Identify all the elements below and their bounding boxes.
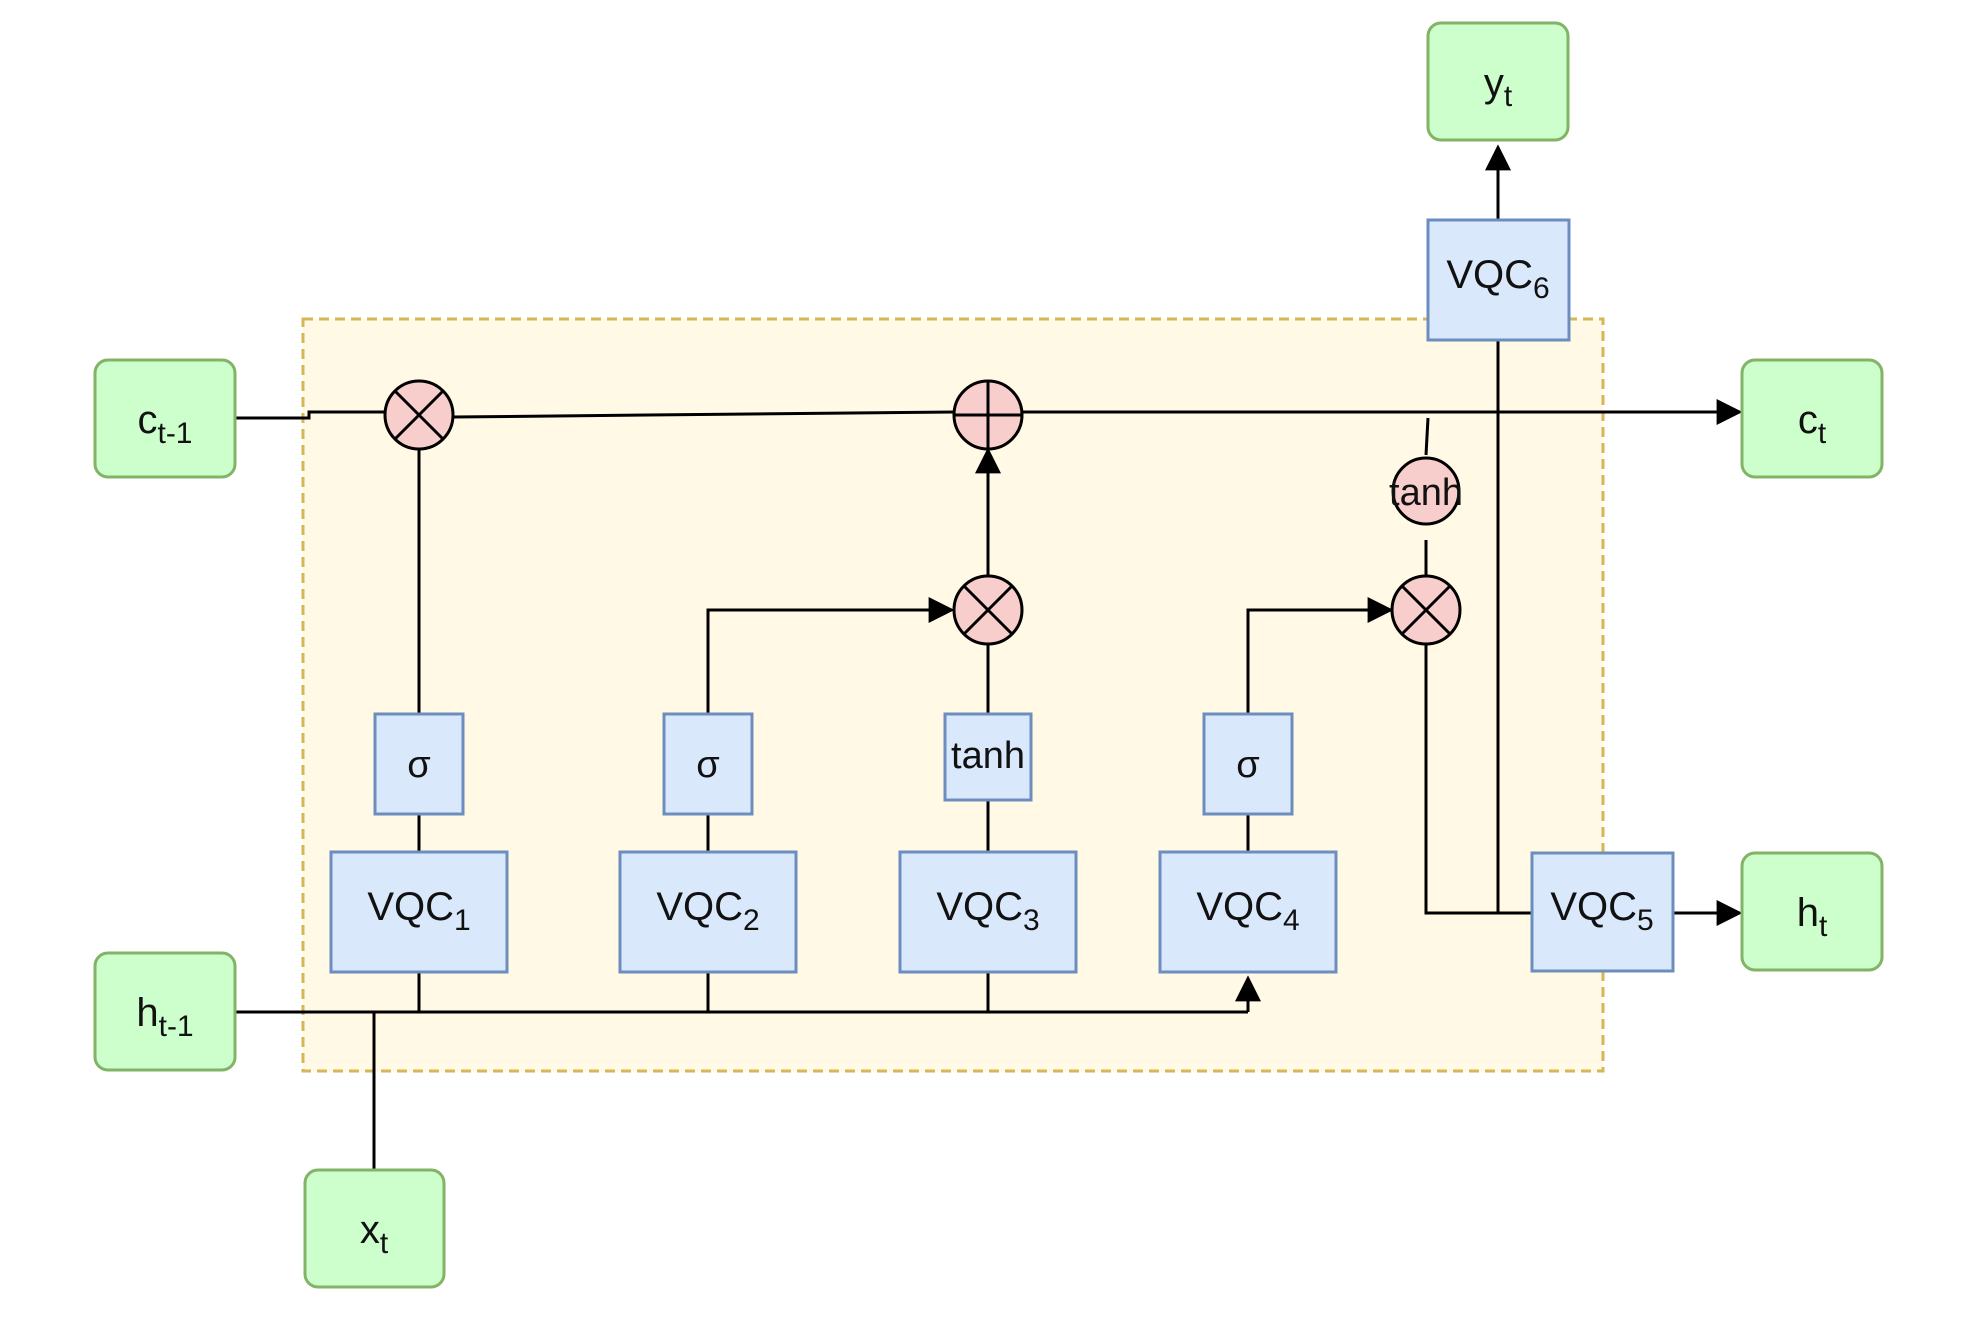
vqc-4-sub: 4 bbox=[1283, 904, 1300, 937]
svg-text:ct: ct bbox=[1798, 398, 1827, 450]
svg-text:VQC4: VQC4 bbox=[1196, 885, 1299, 937]
terminal-c-t-sub: t bbox=[1818, 417, 1827, 450]
terminal-h-prev: ht-1 bbox=[93, 951, 237, 1072]
vqc-4-base: VQC bbox=[1196, 885, 1283, 929]
forget-multiply-icon bbox=[383, 379, 455, 451]
activation-sigma-4: σ bbox=[1202, 712, 1294, 816]
svg-text:yt: yt bbox=[1484, 61, 1513, 113]
activation-tanh-out: tanh bbox=[1389, 456, 1463, 526]
vqc-5-sub: 5 bbox=[1637, 904, 1654, 937]
connectors bbox=[236, 144, 1743, 1170]
svg-text:VQC2: VQC2 bbox=[656, 885, 759, 937]
terminal-c-prev: ct-1 bbox=[93, 358, 237, 479]
vqc-3-base: VQC bbox=[936, 885, 1023, 929]
vqc-1-base: VQC bbox=[367, 885, 454, 929]
terminal-h-t-sub: t bbox=[1819, 910, 1828, 943]
vqc-2: VQC2 bbox=[618, 850, 798, 974]
vqc-1: VQC1 bbox=[329, 850, 509, 974]
terminal-y-t: yt bbox=[1426, 21, 1570, 142]
svg-text:VQC1: VQC1 bbox=[367, 885, 470, 937]
vqc-5: VQC5 bbox=[1530, 851, 1675, 973]
svg-text:ct-1: ct-1 bbox=[137, 398, 192, 450]
terminal-x-t-base: x bbox=[360, 1208, 380, 1252]
output-multiply-icon bbox=[1390, 574, 1462, 646]
cell-state-line-in bbox=[236, 410, 385, 420]
vqc-5-base: VQC bbox=[1550, 885, 1637, 929]
terminal-h-t-base: h bbox=[1797, 891, 1819, 935]
svg-text:xt: xt bbox=[360, 1208, 389, 1260]
terminal-y-t-sub: t bbox=[1504, 80, 1513, 113]
terminal-x-t-sub: t bbox=[380, 1227, 389, 1260]
svg-text:ht-1: ht-1 bbox=[136, 991, 193, 1043]
terminal-h-prev-base: h bbox=[136, 991, 158, 1035]
vqc-3: VQC3 bbox=[898, 850, 1078, 974]
vqc-3-sub: 3 bbox=[1023, 904, 1040, 937]
activation-sigma-1: σ bbox=[373, 712, 465, 816]
activation-sigma-2: σ bbox=[662, 712, 754, 816]
svg-text:ht: ht bbox=[1797, 891, 1828, 943]
terminal-c-prev-base: c bbox=[137, 398, 157, 442]
terminal-c-prev-sub: t-1 bbox=[157, 417, 192, 450]
svg-text:VQC5: VQC5 bbox=[1550, 885, 1653, 937]
cell-add-icon bbox=[952, 379, 1024, 451]
svg-text:VQC6: VQC6 bbox=[1446, 253, 1549, 305]
activation-sigma-1-label: σ bbox=[407, 744, 430, 786]
terminal-c-t: ct bbox=[1740, 358, 1884, 479]
vqc-6-sub: 6 bbox=[1533, 272, 1550, 305]
vqc-4: VQC4 bbox=[1158, 850, 1338, 974]
vqc-1-sub: 1 bbox=[454, 904, 471, 937]
activation-tanh-3-label: tanh bbox=[951, 735, 1025, 777]
svg-text:VQC3: VQC3 bbox=[936, 885, 1039, 937]
terminal-x-t: xt bbox=[303, 1168, 446, 1289]
activation-sigma-2-label: σ bbox=[696, 744, 719, 786]
vqc-2-sub: 2 bbox=[743, 904, 760, 937]
activation-tanh-3: tanh bbox=[943, 712, 1033, 802]
vqc-2-base: VQC bbox=[656, 885, 743, 929]
terminal-y-t-base: y bbox=[1484, 61, 1504, 105]
terminal-h-t: ht bbox=[1740, 851, 1884, 972]
vqc-6: VQC6 bbox=[1426, 218, 1571, 342]
activation-sigma-4-label: σ bbox=[1236, 744, 1259, 786]
cell-state-line-mid bbox=[452, 410, 956, 419]
vqc-6-base: VQC bbox=[1446, 253, 1533, 297]
activation-tanh-out-label: tanh bbox=[1389, 472, 1463, 514]
terminal-c-t-base: c bbox=[1798, 398, 1818, 442]
input-multiply-icon bbox=[952, 574, 1024, 646]
terminal-h-prev-sub: t-1 bbox=[159, 1010, 194, 1043]
